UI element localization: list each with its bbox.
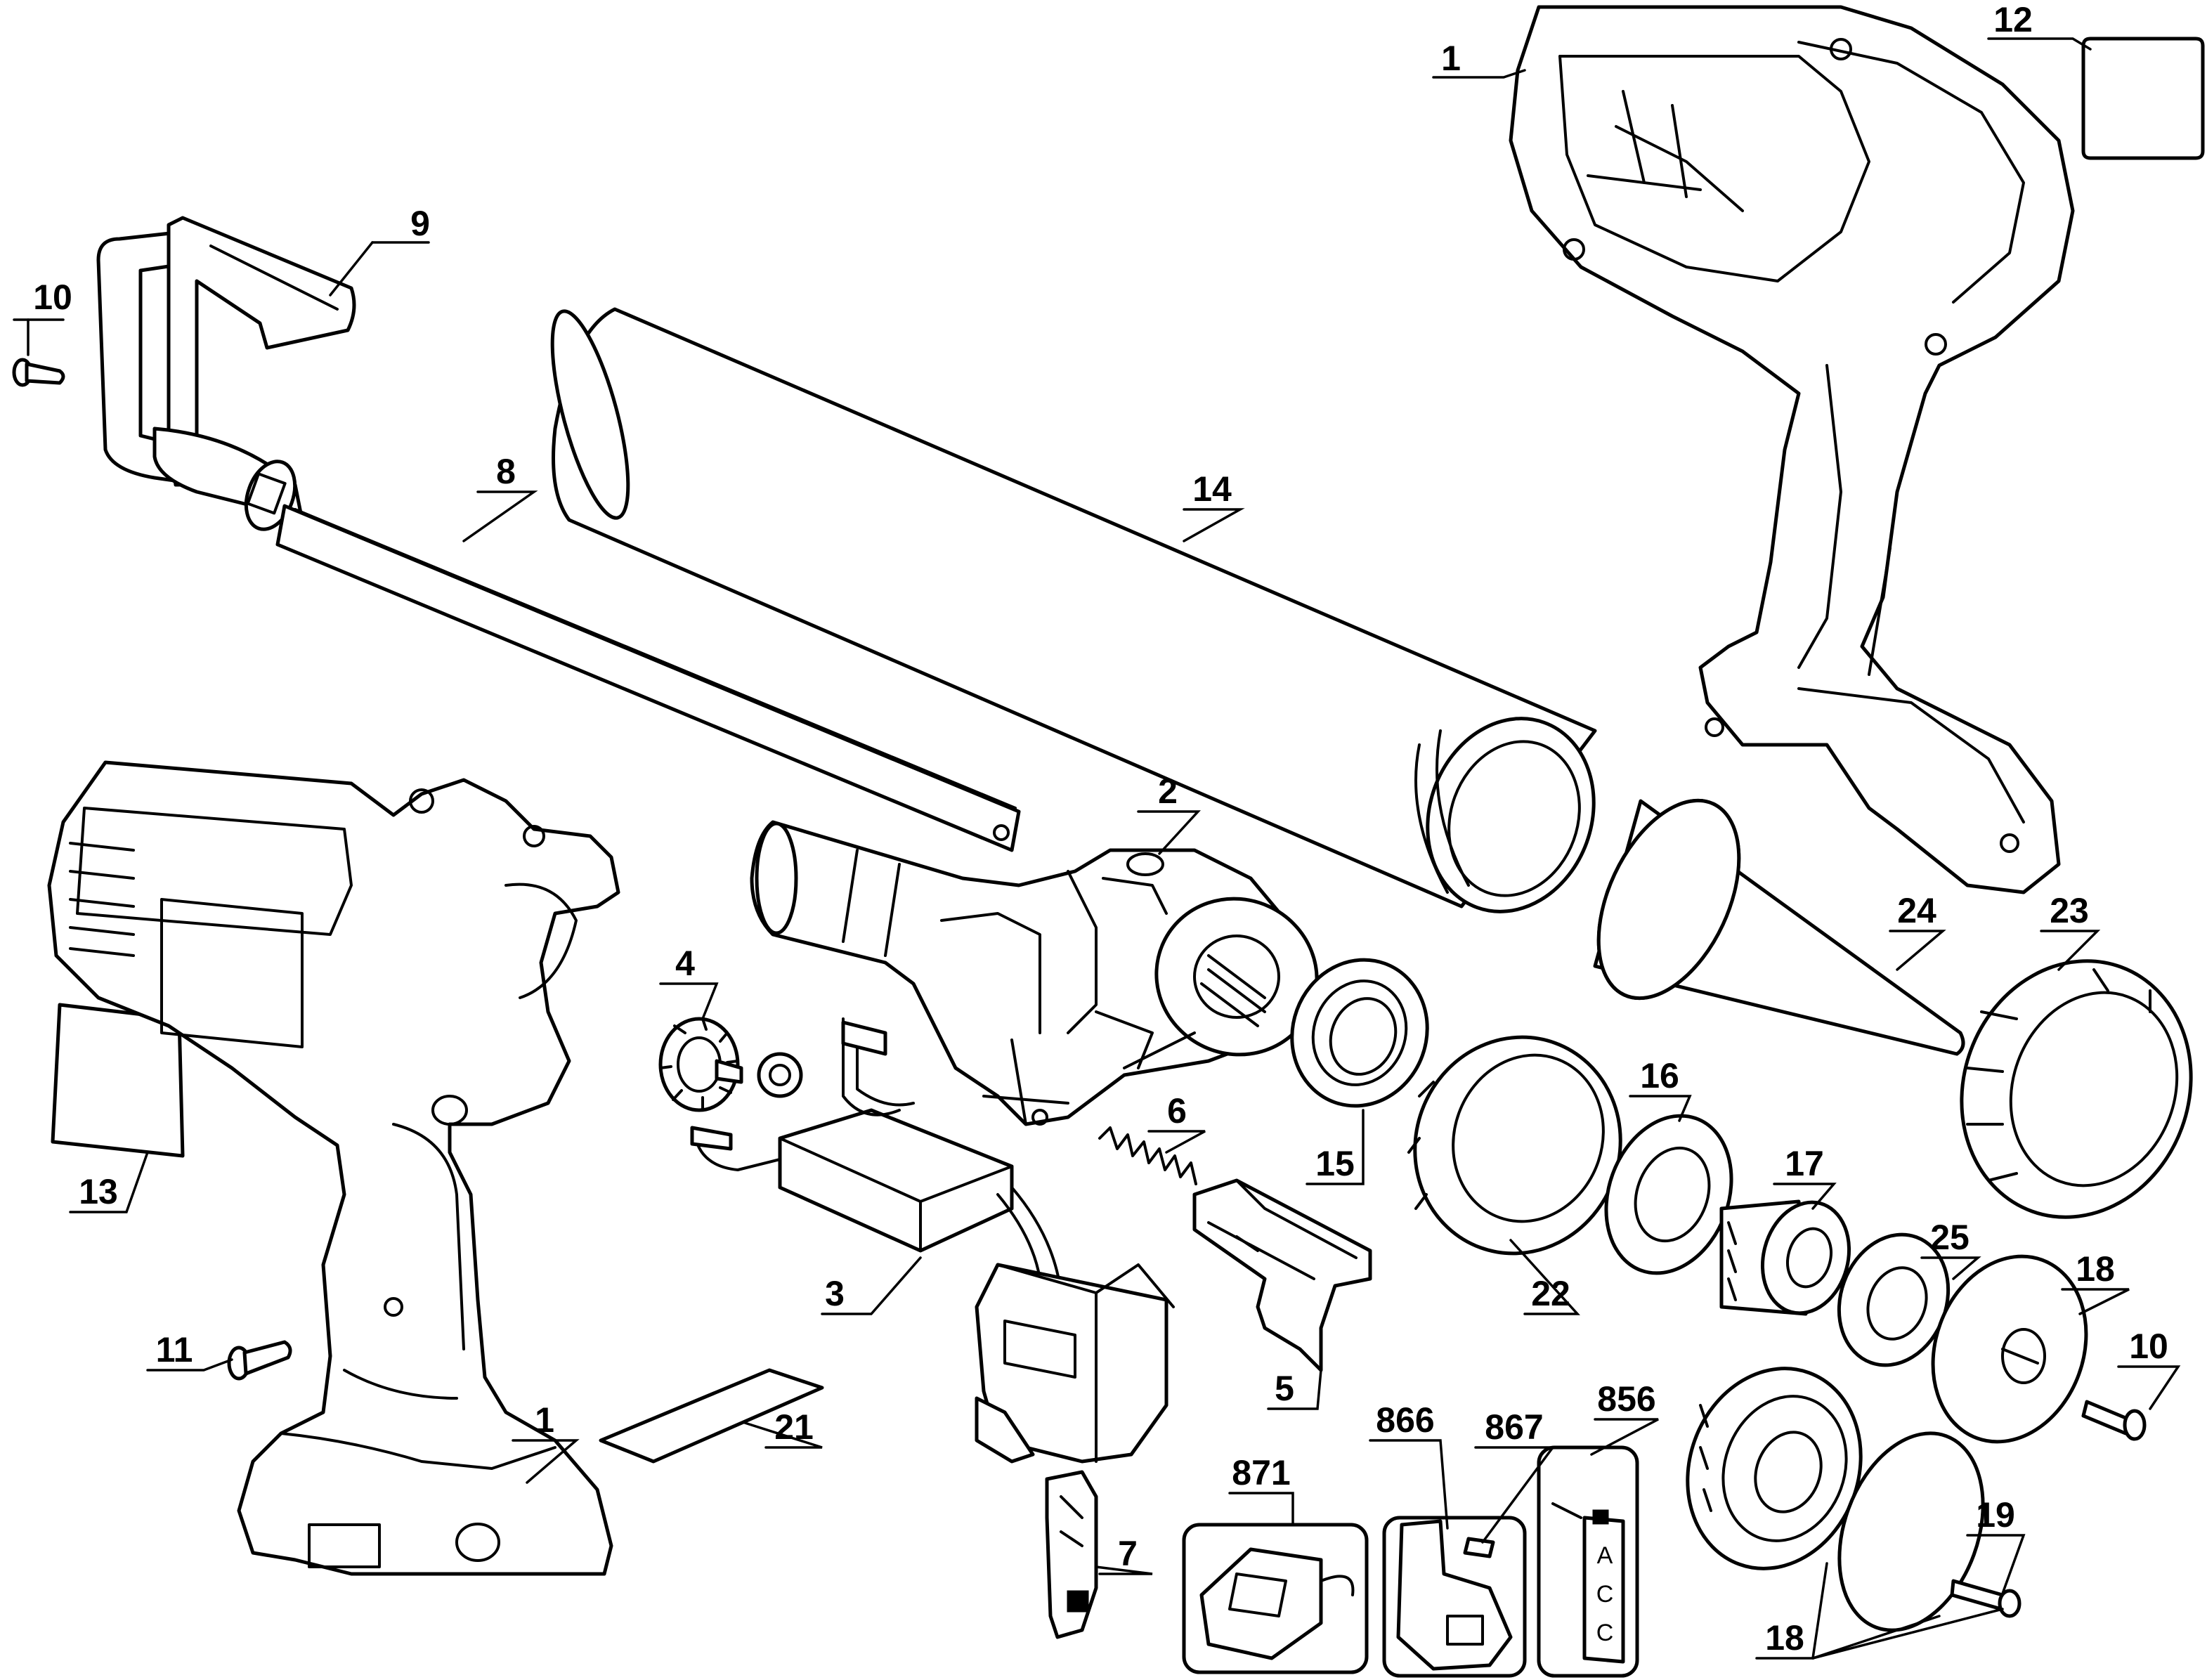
callout-22: 22 <box>1531 1274 1570 1313</box>
pin-10-top <box>12 358 65 387</box>
callout-5: 5 <box>1275 1369 1294 1408</box>
callout-16: 16 <box>1640 1056 1679 1095</box>
callout-13: 13 <box>79 1172 118 1211</box>
housing-half-left <box>47 760 620 1576</box>
leader-lines <box>13 37 2181 1660</box>
callout-871: 871 <box>1232 1453 1290 1492</box>
cartridge-tube <box>550 307 1597 913</box>
callout-25: 25 <box>1930 1218 1970 1257</box>
motor-gear-assembly <box>750 820 1319 1126</box>
callout-3: 3 <box>825 1274 845 1313</box>
callout-867: 867 <box>1485 1407 1543 1447</box>
callout-19: 19 <box>1976 1495 2015 1535</box>
callout-866: 866 <box>1376 1400 1434 1440</box>
callout-24: 24 <box>1897 891 1936 930</box>
pin-11 <box>227 1340 292 1381</box>
callout-18-bottom: 18 <box>1765 1618 1804 1658</box>
nut-22 <box>1407 1035 1622 1256</box>
kit-letter-c1: C <box>1596 1581 1614 1608</box>
belt-clip <box>1045 1470 1098 1639</box>
kit-letter-c2: C <box>1596 1620 1614 1646</box>
pin-10-right <box>2081 1400 2147 1441</box>
rack-rod <box>275 504 1021 852</box>
seal-ring <box>1290 958 1429 1108</box>
sticker-label-13 <box>51 1003 185 1158</box>
callout-8: 8 <box>496 452 516 491</box>
gear <box>658 1017 743 1112</box>
switch-board <box>690 1017 1175 1464</box>
nut-23 <box>1960 959 2193 1219</box>
callout-17: 17 <box>1785 1144 1824 1183</box>
callout-labels: 1 12 9 10 8 14 2 4 6 15 24 23 16 17 25 1… <box>33 0 2168 1658</box>
callout-856: 856 <box>1597 1379 1655 1419</box>
plunger-assembly <box>1686 1367 2022 1632</box>
callout-2: 2 <box>1158 771 1178 811</box>
battery-box-866 <box>1382 1516 1527 1678</box>
callout-18-right: 18 <box>2076 1249 2115 1289</box>
gasket-18-right <box>1931 1254 2088 1444</box>
callout-10-right: 10 <box>2129 1327 2168 1366</box>
housing-half-right <box>1509 5 2075 894</box>
callout-1-top: 1 <box>1441 39 1461 78</box>
trigger <box>1192 1178 1372 1372</box>
callout-21: 21 <box>774 1407 814 1447</box>
sticker-label-12 <box>2081 37 2205 160</box>
accessory-box-856: A C C <box>1537 1445 1639 1678</box>
callout-10-top: 10 <box>33 278 72 317</box>
threaded-insert <box>1719 1199 1851 1316</box>
callout-14: 14 <box>1192 469 1232 509</box>
callout-4: 4 <box>675 944 695 983</box>
nozzle <box>1593 798 1965 1056</box>
charger-box-871 <box>1182 1523 1369 1674</box>
callout-1-bottom: 1 <box>535 1400 554 1440</box>
callout-6: 6 <box>1167 1091 1187 1131</box>
kit-letter-a: A <box>1597 1542 1613 1569</box>
sticker-label-21 <box>599 1368 824 1464</box>
handle-bracket <box>96 216 356 531</box>
callout-11: 11 <box>156 1330 193 1369</box>
callout-15: 15 <box>1315 1144 1355 1183</box>
callout-7: 7 <box>1118 1534 1138 1573</box>
callout-12: 12 <box>1993 0 2033 39</box>
callout-23: 23 <box>2050 891 2089 930</box>
spring <box>1098 1126 1197 1185</box>
callout-9: 9 <box>410 204 430 243</box>
